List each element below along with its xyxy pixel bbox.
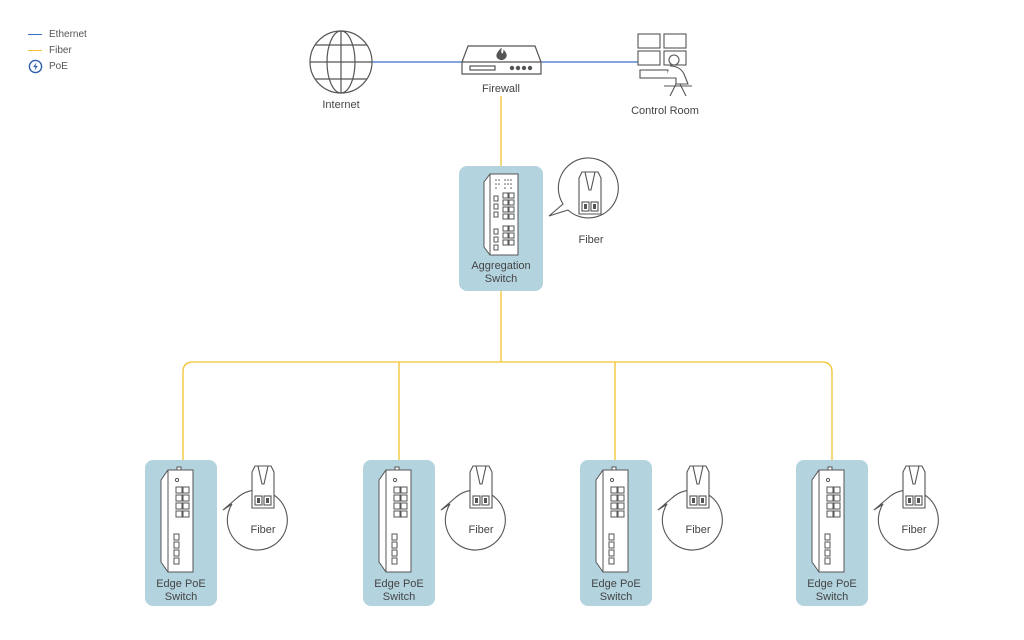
lightning-circle-icon	[28, 59, 43, 73]
fiber-module-bubble	[873, 465, 939, 551]
edge-label-line2: Switch	[599, 591, 633, 603]
edge-4-fiber-label: Fiber	[901, 524, 927, 536]
edge-switch-icon	[160, 466, 194, 573]
edge-label-line1: Edge PoE	[156, 578, 206, 590]
legend-fiber: Fiber	[28, 42, 87, 58]
edge-2-fiber-label: Fiber	[468, 524, 494, 536]
edge-switch-4	[796, 460, 939, 606]
edge-switch-2	[363, 460, 506, 606]
fiber-module-bubble	[548, 157, 619, 219]
edge-label-line2: Switch	[815, 591, 849, 603]
edge-label-line1: Edge PoE	[591, 578, 641, 590]
edge-switch-icon	[378, 466, 412, 573]
firewall-icon	[461, 45, 542, 75]
edge-label-line1: Edge PoE	[807, 578, 857, 590]
internet-label: Internet	[322, 99, 360, 111]
aggregation-label-line1: Aggregation	[471, 260, 531, 272]
control-room-label: Control Room	[631, 105, 699, 117]
edge-label-line1: Edge PoE	[374, 578, 424, 590]
edge-switch-3-label: Edge PoE Switch	[580, 578, 652, 604]
edge-switch-1-label: Edge PoE Switch	[145, 578, 217, 604]
edge-3-fiber-label: Fiber	[685, 524, 711, 536]
legend-poe-label: PoE	[49, 60, 68, 72]
edge-switch-2-label: Edge PoE Switch	[363, 578, 435, 604]
aggregation-switch-label: Aggregation Switch	[459, 260, 543, 286]
legend: Ethernet Fiber PoE	[28, 26, 87, 74]
ethernet-line-swatch	[28, 33, 42, 35]
fiber-module-bubble	[657, 465, 723, 551]
legend-ethernet: Ethernet	[28, 26, 87, 42]
edge-switch-icon	[811, 466, 845, 573]
control-room-icon	[637, 33, 692, 97]
edge-1-fiber-label: Fiber	[250, 524, 276, 536]
firewall-label: Firewall	[482, 83, 520, 95]
edge-switch-icon	[595, 466, 629, 573]
edge-label-line2: Switch	[164, 591, 198, 603]
fiber-module-bubble	[440, 465, 506, 551]
edge-switch-3	[580, 460, 723, 606]
globe-icon	[309, 30, 373, 94]
edge-switch-1	[145, 460, 288, 606]
legend-poe: PoE	[28, 58, 87, 74]
edge-switch-4-label: Edge PoE Switch	[796, 578, 868, 604]
aggregation-fiber-label: Fiber	[578, 234, 604, 246]
fiber-module-bubble	[222, 465, 288, 551]
legend-fiber-label: Fiber	[49, 44, 72, 56]
edge-label-line2: Switch	[382, 591, 416, 603]
edge-switches-group	[145, 460, 939, 606]
legend-ethernet-label: Ethernet	[49, 28, 87, 40]
fiber-bus	[182, 361, 833, 460]
aggregation-label-line2: Switch	[484, 273, 518, 285]
fiber-line-swatch	[28, 49, 42, 51]
aggregation-switch-icon	[483, 173, 519, 256]
